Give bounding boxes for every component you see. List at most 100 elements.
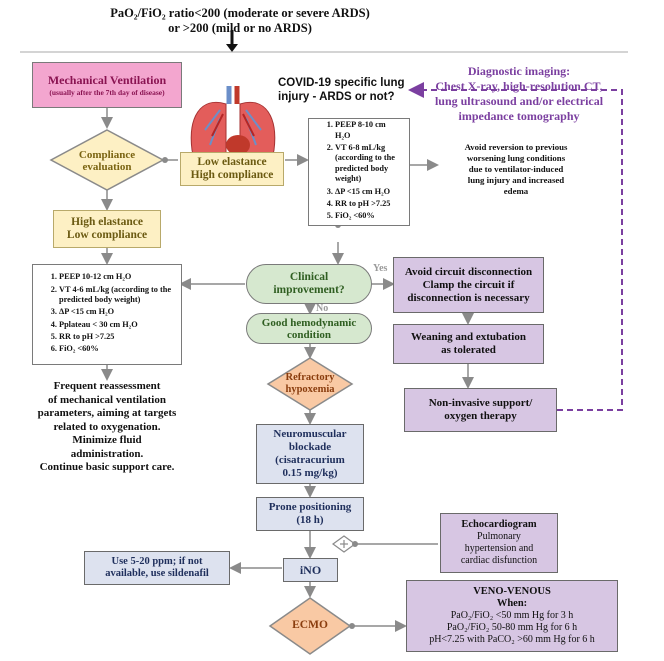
list-item: VT 4-6 mL/kg (according to the predicted… — [59, 285, 173, 306]
list-item: Pplateau < 30 cm H₂O — [59, 320, 173, 330]
refractory-line-2: hypoxemia — [285, 384, 335, 395]
mech-vent-sub: (usually after the 7th day of disease) — [49, 88, 165, 97]
veno-venous-box: VENO-VENOUS When: PaO₂/FiO₂ <50 mm Hg fo… — [406, 580, 618, 652]
weaning-box: Weaning and extubation as tolerated — [393, 324, 544, 364]
veno-line-3: pH<7.25 with PaCO₂ >60 mm Hg for 6 h — [429, 634, 595, 645]
reversion-line-1: Avoid reversion to previous — [464, 142, 568, 152]
low-elastance-line-1: Low elastance — [197, 156, 267, 168]
veno-line-2: PaO₂/FiO₂ 50-80 mm Hg for 6 h — [446, 622, 578, 633]
list-item: FiO₂ <60% — [59, 344, 173, 354]
veno-when: When: — [496, 598, 528, 609]
covid-question-line-1: COVID-19 specific lung — [278, 77, 405, 89]
avoid-circuit-box: Avoid circuit disconnection Clamp the ci… — [393, 257, 544, 313]
veno-title: VENO-VENOUS — [473, 586, 551, 597]
nmb-line-3: (cisatracurium — [275, 454, 345, 466]
imaging-line-3: lung ultrasound and/or electrical — [434, 94, 604, 108]
nmb-line-2: blockade — [288, 441, 332, 453]
high-elastance-box: High elastance Low compliance — [53, 210, 161, 248]
list-item: VT 6-8 mL/kg (according to the predicted… — [335, 143, 401, 184]
covid-question-line-2: injury - ARDS or not? — [278, 91, 395, 103]
clinical-line-2: improvement? — [273, 284, 345, 296]
list-item: ΔP <15 cm H₂O — [335, 187, 401, 197]
clinical-line-1: Clinical — [289, 271, 329, 283]
prone-line-1: Prone positioning — [268, 501, 352, 513]
low-settings-list: PEEP 8-10 cm H₂O VT 6-8 mL/kg (according… — [317, 120, 401, 223]
avoid-reversion-note: Avoid reversion to previous worsening lu… — [436, 142, 596, 197]
veno-line-1: PaO₂/FiO₂ <50 mm Hg for 3 h — [450, 610, 574, 621]
reversion-line-2: worsening lung conditions — [466, 153, 566, 163]
frequent-line-5: Minimize fluid — [72, 434, 142, 446]
frequent-line-4: related to oxygenation. — [53, 420, 161, 433]
reversion-line-4: lung injury and increased — [467, 175, 565, 185]
list-item: PEEP 8-10 cm H₂O — [335, 120, 401, 141]
no-label: No — [316, 303, 329, 314]
circuit-line-1: Avoid circuit disconnection — [404, 265, 533, 278]
echo-line-2: hypertension and — [464, 543, 534, 554]
compliance-line-2: evaluation — [82, 161, 132, 173]
list-item: RR to pH >7.25 — [335, 199, 401, 209]
echo-line-3: cardiac disfunction — [460, 555, 538, 566]
neuromuscular-blockade-box: Neuromuscular blockade (cisatracurium 0.… — [256, 424, 364, 484]
top-arrowhead — [226, 44, 238, 52]
conn-imaging-loop — [408, 82, 623, 411]
prone-positioning-box: Prone positioning (18 h) — [256, 497, 364, 531]
frequent-line-7: Continue basic support care. — [39, 461, 175, 473]
echo-title: Echocardiogram — [461, 519, 537, 530]
nmb-line-4: 0.15 mg/kg) — [282, 467, 338, 479]
weaning-line-1: Weaning and extubation — [411, 331, 526, 343]
echocardiogram-box: Echocardiogram Pulmonary hypertension an… — [440, 513, 558, 573]
imaging-line-1: Diagnostic imaging: — [467, 64, 571, 78]
refractory-line-1: Refractory — [285, 372, 335, 383]
sildenafil-box: Use 5-20 ppm; if not available, use sild… — [84, 551, 230, 585]
high-elastance-line-1: High elastance — [71, 216, 143, 228]
reversion-line-3: due to ventilator-induced — [468, 164, 564, 174]
hemodynamic-pill: Good hemodynamic condition — [246, 313, 372, 344]
diagnostic-imaging: Diagnostic imaging: Chest X-ray, high-re… — [406, 64, 632, 124]
ino-label: iNO — [299, 562, 322, 577]
refractory-label: Refractory hypoxemia — [270, 372, 350, 396]
prone-line-2: (18 h) — [296, 514, 324, 526]
list-item: FiO₂ <60% — [335, 211, 401, 221]
frequent-line-6: administration. — [70, 447, 144, 460]
imaging-line-4: impedance tomography — [458, 109, 580, 123]
noninvasive-support-box: Non-invasive support/ oxygen therapy — [404, 388, 557, 432]
echo-line-1: Pulmonary — [477, 531, 521, 542]
low-elastance-box: Low elastance High compliance — [180, 152, 284, 186]
noninvasive-line-2: oxygen therapy — [444, 410, 517, 422]
list-item: ΔP <15 cm H₂O — [59, 307, 173, 317]
mech-vent-title: Mechanical Ventilation — [47, 73, 167, 87]
header-criteria: PaO₂/FiO₂ ratio<200 (moderate or severe … — [80, 6, 400, 36]
ino-box: iNO — [283, 558, 338, 582]
low-elastance-line-2: High compliance — [190, 169, 274, 181]
clinical-improvement-pill: Clinical improvement? — [246, 264, 372, 304]
nmb-line-1: Neuromuscular — [273, 428, 347, 440]
frequent-line-3: parameters, aiming at targets — [37, 407, 177, 419]
reversion-line-5: edema — [503, 186, 529, 196]
header-line-2: or >200 (mild or no ARDS) — [168, 21, 312, 35]
weaning-line-2: as tolerated — [441, 344, 496, 356]
ecmo-diamond — [268, 597, 352, 655]
yes-label: Yes — [373, 263, 388, 274]
frequent-line-1: Frequent reassessment — [53, 380, 161, 392]
covid-question: COVID-19 specific lung injury - ARDS or … — [278, 76, 408, 104]
circuit-line-3: disconnection is necessary — [407, 291, 530, 304]
list-item: PEEP 10-12 cm H₂O — [59, 272, 173, 282]
high-compliance-settings: PEEP 10-12 cm H₂O VT 4-6 mL/kg (accordin… — [32, 264, 182, 365]
sildenafil-line-1: Use 5-20 ppm; if not — [111, 556, 203, 567]
high-settings-list: PEEP 10-12 cm H₂O VT 4-6 mL/kg (accordin… — [41, 272, 173, 357]
frequent-line-2: of mechanical ventilation — [48, 393, 166, 406]
high-elastance-line-2: Low compliance — [66, 229, 148, 241]
imaging-line-2: Chest X-ray, high-resolution CT, — [435, 79, 603, 93]
frequent-reassessment-note: Frequent reassessment of mechanical vent… — [18, 380, 196, 475]
circuit-line-2: Clamp the circuit if — [422, 278, 515, 291]
list-item: RR to pH >7.25 — [59, 332, 173, 342]
header-line-1: PaO₂/FiO₂ ratio<200 (moderate or severe … — [110, 6, 370, 20]
mechanical-ventilation-box: Mechanical Ventilation (usually after th… — [32, 62, 182, 108]
sildenafil-line-2: available, use sildenafil — [105, 568, 209, 579]
hemodynamic-line-2: condition — [286, 328, 331, 341]
compliance-line-1: Compliance — [78, 149, 136, 161]
low-compliance-settings: PEEP 8-10 cm H₂O VT 6-8 mL/kg (according… — [308, 118, 410, 226]
hemodynamic-line-1: Good hemodynamic — [261, 316, 357, 329]
noninvasive-line-1: Non-invasive support/ — [428, 397, 533, 409]
